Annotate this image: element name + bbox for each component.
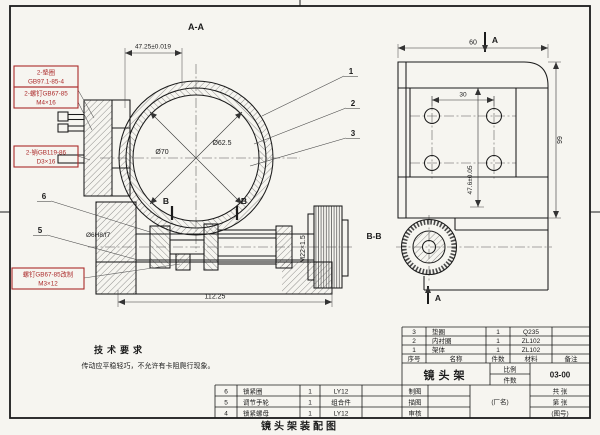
callout-pin-line2: D3×16	[37, 159, 56, 166]
scale-label: 比例	[504, 365, 517, 374]
dim-plate-width: 60	[469, 40, 477, 47]
callout-screw-m3-line1: 螺钉GB67-85改制	[23, 270, 73, 279]
bom-cell: 组合件	[331, 397, 351, 406]
bom-cell: 1	[412, 347, 416, 354]
balloon-5: 5	[38, 226, 43, 235]
dim-thread: M22×1.5	[300, 235, 307, 263]
bom-cell: Q235	[523, 329, 539, 336]
drawing-number: 03-00	[550, 371, 571, 380]
cut-arrow-a-top: A	[492, 35, 498, 45]
dim-outer-dia: Ø70	[155, 149, 168, 156]
checker-label: 审核	[409, 408, 423, 417]
bom-header-note: 备注	[565, 354, 579, 363]
callout-screw-m3-box	[11, 267, 85, 290]
callout-screw-m4-line1: 2-螺钉GB67-85	[24, 89, 68, 98]
bom-header-name: 名称	[450, 354, 464, 363]
bom-cell: 锁紧圈	[243, 386, 263, 395]
tech-requirements: 技术要求 传动应平稳轻巧，不允许有卡阻爬行现象。	[82, 344, 215, 370]
sheet-index: 第 张	[553, 397, 568, 406]
bom-cell: 1	[496, 338, 500, 345]
labels: A-A B-B A A B B 1 2 3 6 5	[38, 22, 498, 303]
section-bb-view	[400, 218, 458, 276]
bom-header-qty: 件数	[492, 354, 506, 363]
dim-bore-dia: Ø62.5	[212, 140, 231, 147]
red-callouts: 2-垫圈 GB97.1-85-4 2-螺钉GB67-85 M4×16 2-销GB…	[11, 65, 181, 290]
bom-table-left: 6 锁紧圈 1 LY12 5 调节手轮 1 组合件 4 锁紧螺母 1 LY12	[224, 386, 351, 417]
bom-cell: 1	[308, 410, 312, 417]
balloon-6: 6	[42, 192, 47, 201]
callout-pin-box	[13, 145, 79, 168]
dimension-lines	[118, 45, 559, 305]
drawing-caption: 镜头架装配图	[261, 420, 339, 433]
bom-cell: ZL102	[522, 338, 541, 345]
callout-screw-m4-box	[13, 86, 79, 109]
cutting-plane-arrows	[425, 32, 488, 304]
balloon-leaders	[33, 75, 360, 261]
bom-cell: 2	[412, 338, 416, 345]
dim-hole-pitch: 30	[459, 92, 467, 99]
figure-number: (图号)	[551, 409, 568, 417]
bom-cell: 3	[412, 329, 416, 336]
bom-cell: 4	[224, 410, 228, 417]
bom-cell: 1	[496, 347, 500, 354]
bom-cell: ZL102	[522, 347, 541, 354]
callout-washer-line2: GB97.1-85-4	[28, 79, 65, 86]
bom-cell: 6	[224, 388, 228, 395]
qty-label: 件数	[504, 376, 518, 385]
bom-cell: 1	[308, 399, 312, 406]
balloon-2: 2	[351, 99, 356, 108]
balloon-1: 1	[349, 67, 354, 76]
tracer-label: 描图	[409, 397, 422, 406]
callout-pin-line1: 2-销GB119-86	[26, 148, 67, 157]
bom-cell: 锁紧螺母	[243, 408, 270, 417]
bom-cell: 1	[496, 329, 500, 336]
dim-plate-height: 99	[557, 136, 564, 144]
bom-cell: 调节手轮	[243, 397, 270, 406]
dim-base-width: 112.25	[205, 294, 226, 301]
title-block: 镜头架 比例 件数 03-00 制图 描图 审核 (厂名) 共 张 第 张 (图…	[409, 365, 571, 418]
bom-header-no: 序号	[408, 354, 422, 363]
company-name: (厂名)	[491, 397, 508, 406]
extension-lines	[117, 44, 561, 307]
section-label-aa: A-A	[188, 22, 204, 32]
bom-cell: 架体	[432, 345, 446, 354]
tech-req-title: 技术要求	[94, 344, 146, 355]
callout-washer-line1: 2-垫圈	[37, 68, 55, 77]
cut-marker-b-left: B	[163, 196, 169, 206]
bom-header-material: 材料	[525, 354, 539, 363]
drafter-label: 制图	[409, 386, 422, 395]
main-view	[57, 80, 349, 295]
bom-cell: LY12	[334, 410, 349, 417]
sheets-total: 共 张	[553, 386, 568, 395]
dimension-texts: 47.25±0.019 Ø70 Ø62.5 Ø6H8/f7 M22×1.5 11…	[86, 40, 564, 301]
bom-cell: 内衬圈	[432, 336, 452, 345]
section-label-bb: B-B	[366, 231, 381, 241]
bom-cell: 1	[308, 388, 312, 395]
bom-cell: 5	[224, 399, 228, 406]
bom-cell: LY12	[334, 388, 349, 395]
title-block-grid	[214, 326, 590, 418]
bom-table-right: 3 垫圈 1 Q235 2 内衬圈 1 ZL102 1 架体 1 ZL102 序…	[408, 327, 579, 363]
dim-shaft-fit: Ø6H8/f7	[86, 232, 111, 239]
dim-mid-height: 47.6±0.05	[467, 165, 474, 194]
side-view	[397, 61, 549, 291]
tech-req-body: 传动应平稳轻巧，不允许有卡阻爬行现象。	[82, 361, 215, 370]
bom-cell: 垫圈	[432, 327, 445, 336]
balloon-3: 3	[351, 129, 356, 138]
callout-screw-m4-line2: M4×16	[36, 100, 56, 107]
part-name: 镜头架	[424, 368, 469, 382]
dim-top-width: 47.25±0.019	[135, 44, 171, 51]
callout-screw-m3-line2: M3×12	[38, 281, 58, 288]
cut-marker-b-right: B	[241, 196, 247, 206]
cut-arrow-a-bottom: A	[435, 293, 441, 303]
